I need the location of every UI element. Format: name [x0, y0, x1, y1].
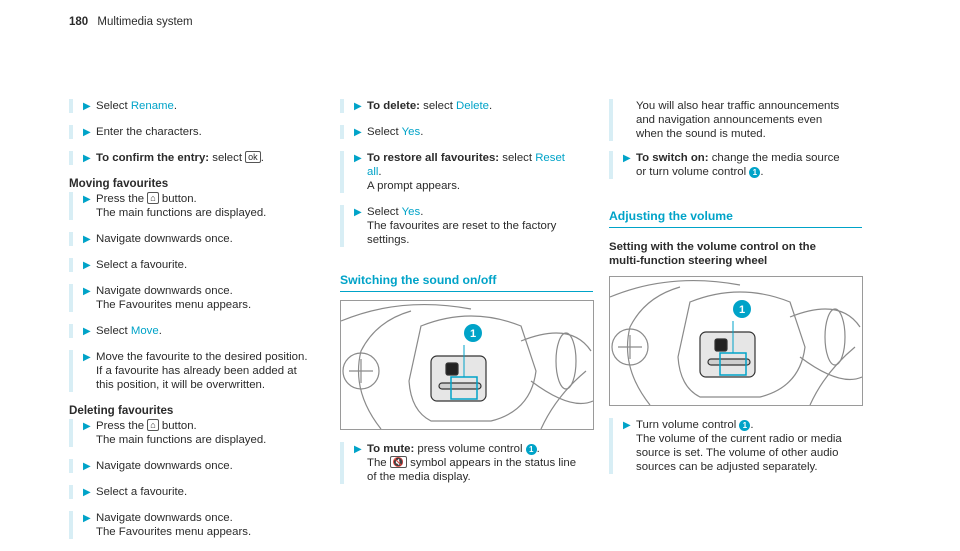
step-navigate-down-2: ▶ Navigate downwards once. [69, 459, 309, 473]
figure-callout-2: 1 [739, 304, 745, 316]
steering-wheel-figure-2: 1 [609, 276, 863, 406]
delete-link: Delete [456, 100, 489, 112]
section-heading-sound: Switching the sound on/off [340, 273, 593, 292]
arrow-icon: ▶ [83, 260, 91, 271]
moving-favourites-heading: Moving favourites [69, 177, 169, 190]
info-paragraph: You will also hear traffic announcements… [609, 99, 849, 141]
reset-all-link: Reset all [367, 152, 565, 178]
section-heading-volume: Adjusting the volume [609, 209, 862, 228]
step-navigate-down-menu-2: ▶ Navigate downwards once.The Favourites… [69, 511, 309, 539]
volume-control-badge: 1 [739, 420, 751, 431]
arrow-icon: ▶ [83, 234, 91, 245]
arrow-icon: ▶ [354, 207, 362, 218]
column-3: You will also hear traffic announcements… [609, 99, 863, 486]
volume-control-heading: Setting with the volume control on the m… [609, 241, 816, 267]
volume-control-badge: 1 [525, 444, 537, 455]
step-restore-favourites: ▶ To restore all favourites: select Rese… [340, 151, 580, 193]
step-switch-on: ▶ To switch on: change the media source … [609, 151, 849, 179]
arrow-icon: ▶ [83, 421, 91, 432]
arrow-icon: ▶ [354, 153, 362, 164]
rename-link: Rename [130, 100, 174, 112]
step-select-favourite: ▶ Select a favourite. [69, 258, 309, 272]
page-header: 180 Multimedia system [69, 16, 193, 28]
step-delete: ▶ To delete: select Delete. [340, 99, 580, 113]
home-icon: ⌂ [147, 419, 159, 431]
steering-wheel-illustration: 1 [341, 303, 593, 429]
step-select-move: ▶ Select Move. [69, 324, 309, 338]
arrow-icon: ▶ [83, 326, 91, 337]
step-navigate-down-menu: ▶ Navigate downwards once.The Favourites… [69, 284, 309, 312]
arrow-icon: ▶ [83, 101, 91, 112]
arrow-icon: ▶ [354, 101, 362, 112]
mute-icon: 🔇 [389, 456, 408, 468]
page-number: 180 [69, 16, 89, 28]
arrow-icon: ▶ [83, 194, 91, 205]
yes-link-2: Yes [401, 206, 421, 218]
column-1: ▶ Select Rename. ▶ Enter the characters.… [69, 99, 309, 551]
volume-control-badge: 1 [749, 167, 761, 178]
home-icon: ⌂ [147, 192, 159, 204]
steering-wheel-figure: 1 [340, 300, 594, 430]
move-link: Move [130, 325, 159, 337]
deleting-favourites-heading: Deleting favourites [69, 404, 174, 417]
page-title: Multimedia system [97, 16, 193, 28]
arrow-icon: ▶ [623, 153, 631, 164]
ok-icon: ok [245, 151, 261, 163]
step-rename: ▶ Select Rename. [69, 99, 309, 113]
step-enter-characters: ▶ Enter the characters. [69, 125, 309, 139]
arrow-icon: ▶ [623, 420, 631, 431]
step-select-favourite-2: ▶ Select a favourite. [69, 485, 309, 499]
step-press-home: ▶ Press the ⌂ button.The main functions … [69, 192, 309, 220]
step-turn-volume: ▶ Turn volume control 1.The volume of th… [609, 418, 849, 474]
arrow-icon: ▶ [83, 487, 91, 498]
arrow-icon: ▶ [83, 461, 91, 472]
arrow-icon: ▶ [83, 352, 91, 363]
step-move-favourite: ▶ Move the favourite to the desired posi… [69, 350, 309, 392]
arrow-icon: ▶ [354, 444, 362, 455]
step-select-yes: ▶ Select Yes. [340, 125, 580, 139]
column-2: ▶ To delete: select Delete. ▶ Select Yes… [340, 99, 594, 496]
step-press-home-2: ▶ Press the ⌂ button.The main functions … [69, 419, 309, 447]
arrow-icon: ▶ [83, 513, 91, 524]
yes-link: Yes [401, 126, 421, 138]
arrow-icon: ▶ [354, 127, 362, 138]
step-navigate-down: ▶ Navigate downwards once. [69, 232, 309, 246]
arrow-icon: ▶ [83, 286, 91, 297]
arrow-icon: ▶ [83, 127, 91, 138]
step-select-yes-2: ▶ Select Yes.The favourites are reset to… [340, 205, 580, 247]
step-mute: ▶ To mute: press volume control 1.The 🔇 … [340, 442, 580, 484]
steering-wheel-illustration-2: 1 [610, 279, 862, 405]
arrow-icon: ▶ [83, 153, 91, 164]
step-confirm-entry: ▶ To confirm the entry: select ok. [69, 151, 309, 165]
figure-callout: 1 [470, 328, 476, 340]
